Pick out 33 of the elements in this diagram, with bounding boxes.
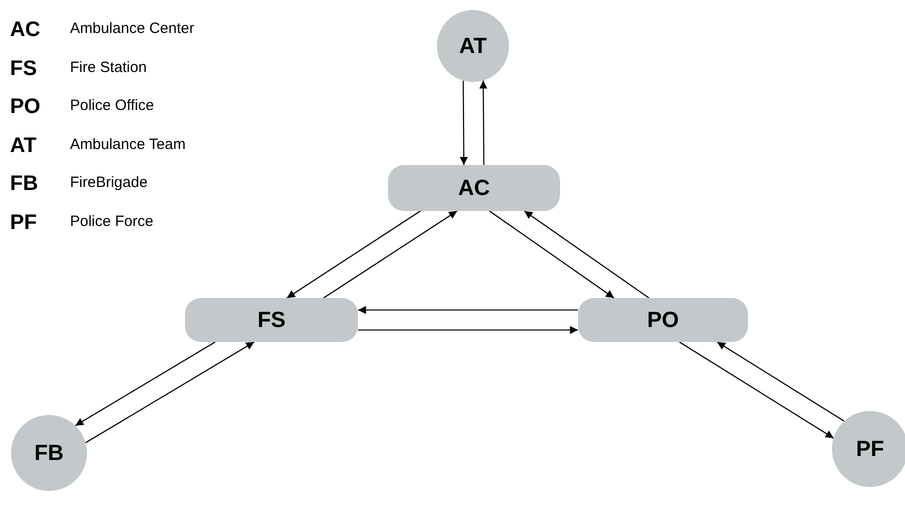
- arrow: [489, 210, 614, 298]
- legend-code: PO: [10, 95, 40, 119]
- legend-description: Police Force: [70, 212, 154, 230]
- arrow: [286, 210, 421, 298]
- arrow: [323, 210, 458, 298]
- arrow: [679, 342, 834, 439]
- arrow: [358, 326, 578, 334]
- legend-code: FB: [10, 172, 38, 196]
- node-label: FS: [257, 307, 286, 333]
- arrow: [524, 210, 650, 298]
- legend-code: AT: [10, 134, 36, 158]
- arrow: [358, 306, 578, 314]
- arrow: [716, 342, 844, 422]
- arrow: [479, 80, 488, 165]
- node-label: FB: [34, 440, 64, 466]
- legend-code: PF: [10, 210, 37, 234]
- arrow: [85, 342, 254, 444]
- node-label: PF: [856, 436, 884, 462]
- node-pill: [388, 165, 560, 211]
- node-pill: [578, 298, 748, 342]
- arrow: [460, 80, 468, 165]
- node-label: PO: [647, 307, 679, 333]
- node-label: AT: [459, 33, 487, 59]
- legend-code: FS: [10, 56, 37, 80]
- legend-description: Ambulance Center: [70, 20, 194, 37]
- legend-description: Ambulance Team: [70, 136, 186, 152]
- node-pill: [185, 298, 358, 342]
- legend-code: AC: [10, 18, 40, 42]
- arrow: [75, 342, 216, 426]
- legend-description: Police Office: [70, 97, 154, 114]
- legend-description: Fire Station: [70, 58, 147, 76]
- node-label: AC: [458, 175, 490, 201]
- legend-description: FireBrigade: [70, 174, 148, 191]
